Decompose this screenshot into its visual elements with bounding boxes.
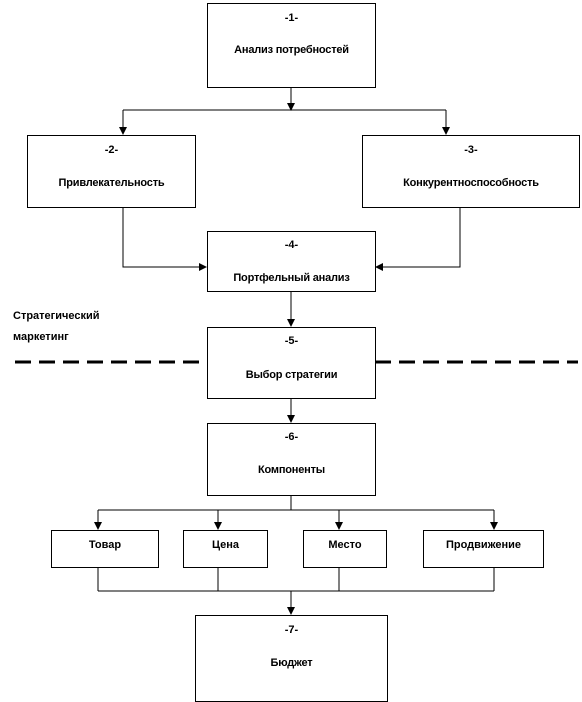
block-1-needs-analysis: -1- Анализ потребностей xyxy=(207,3,376,88)
block-1-title: Анализ потребностей xyxy=(234,44,349,56)
block-6-number: -6- xyxy=(284,431,299,443)
block-4-title: Портфельный анализ xyxy=(233,272,350,284)
component-label-prodvizhenie: Продвижение xyxy=(445,539,521,551)
component-label-cena: Цена xyxy=(211,539,240,551)
component-box-cena: Цена xyxy=(183,530,268,568)
block-2-attractiveness: -2- Привлекательность xyxy=(27,135,196,208)
block-3-title: Конкурентноспособность xyxy=(403,177,539,189)
block-7-title: Бюджет xyxy=(270,657,313,669)
block-7-budget: -7- Бюджет xyxy=(195,615,388,702)
block-1-number: -1- xyxy=(284,12,299,24)
component-box-tovar: Товар xyxy=(51,530,159,568)
block-4-number: -4- xyxy=(284,239,299,251)
block-3-number: -3- xyxy=(464,144,478,156)
component-box-mesto: Место xyxy=(303,530,387,568)
arrow-3-to-4 xyxy=(375,207,461,271)
side-label-line-1: Стратегический xyxy=(13,310,100,322)
component-label-tovar: Товар xyxy=(88,539,122,551)
block-4-portfolio-analysis: -4- Портфельный анализ xyxy=(207,231,376,292)
arrow-2-to-4 xyxy=(122,207,207,271)
block-5-number: -5- xyxy=(284,335,299,347)
component-label-mesto: Место xyxy=(328,539,362,551)
component-box-prodvizhenie: Продвижение xyxy=(423,530,544,568)
block-5-strategy-choice: -5- Выбор стратегии xyxy=(207,327,376,399)
side-label-line-2: маркетинг xyxy=(13,331,69,343)
block-6-components: -6- Компоненты xyxy=(207,423,376,496)
block-7-number: -7- xyxy=(284,624,299,636)
block-2-title: Привлекательность xyxy=(58,177,165,189)
block-5-title: Выбор стратегии xyxy=(245,369,338,381)
block-2-number: -2- xyxy=(104,144,119,156)
block-3-competitiveness: -3- Конкурентноспособность xyxy=(362,135,580,208)
block-6-title: Компоненты xyxy=(258,464,325,476)
